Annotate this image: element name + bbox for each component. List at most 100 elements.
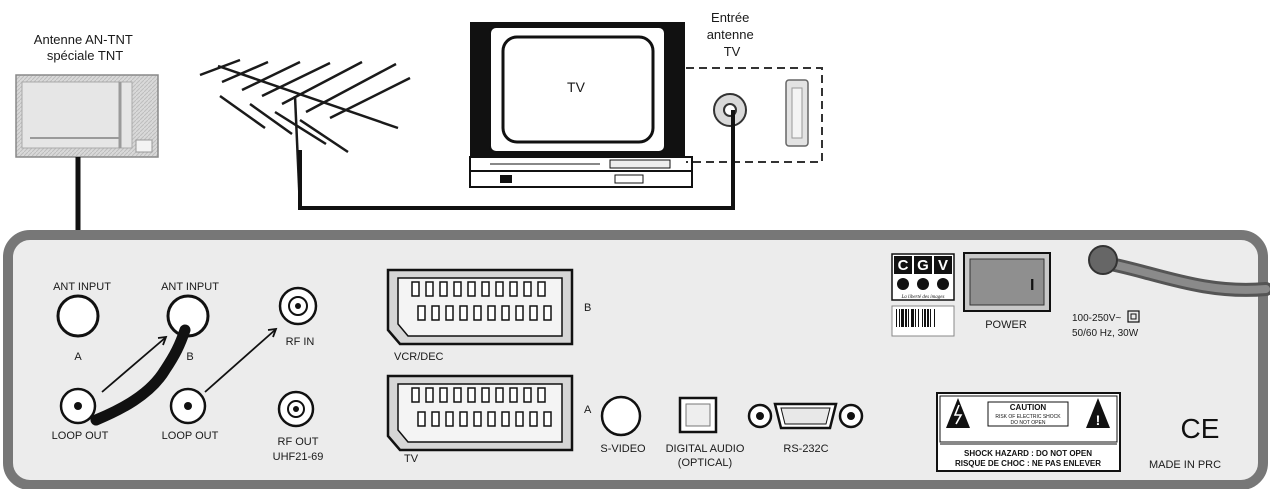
caution-label: ! (936, 392, 1121, 472)
scart-pin (445, 305, 454, 321)
double-insulation-icon (1127, 310, 1140, 323)
scart-pin (467, 387, 476, 403)
scart-pin (509, 387, 518, 403)
tv-set (469, 22, 693, 188)
scart-pin (439, 281, 448, 297)
caution-line-2: DO NOT OPEN (1011, 420, 1046, 426)
ce-mark: CE (1181, 413, 1220, 444)
barcode-bar (911, 309, 914, 327)
scart-pin (431, 305, 440, 321)
scart-pin (481, 387, 490, 403)
shock-warning-en: SHOCK HAZARD : DO NOT OPEN (964, 449, 1092, 458)
scart-pin (509, 281, 518, 297)
cgv-logo: C G V La liberté des images (891, 253, 955, 301)
tv-label: TV (567, 79, 586, 95)
made-in-label: MADE IN PRC (1149, 459, 1221, 471)
scart-pin (523, 281, 532, 297)
scart-pin (473, 305, 482, 321)
signal-arrows (101, 327, 278, 393)
scart-pin (543, 305, 552, 321)
scart-pin (537, 387, 546, 403)
power-label: POWER (985, 319, 1027, 331)
scart-pin (537, 281, 546, 297)
tuner-a-label: A (74, 351, 82, 363)
tnt-antenna-label: Antenne AN-TNT spéciale TNT (34, 32, 136, 63)
scart-pin (529, 411, 538, 427)
rf-in-label: RF IN (286, 336, 315, 348)
scart-pin (459, 305, 468, 321)
uhf-range-label: UHF21-69 (273, 451, 324, 463)
s-video-label: S-VIDEO (600, 443, 646, 455)
ant-input-a-connector (56, 294, 100, 338)
scart-pin (495, 387, 504, 403)
barcode-bar (915, 309, 916, 327)
scart-pin (431, 411, 440, 427)
scart-pin (487, 411, 496, 427)
loop-out-a-connector (59, 387, 97, 425)
loop-out-a-label: LOOP OUT (52, 430, 109, 442)
power-switch-mark: I (1030, 277, 1034, 294)
scart-pin (501, 305, 510, 321)
caution-title: CAUTION (1010, 403, 1047, 412)
barcode-bar (924, 309, 926, 327)
digital-audio-label: DIGITAL AUDIO (666, 443, 745, 455)
optical-label: (OPTICAL) (678, 457, 732, 469)
shock-warning-fr: RISQUE DE CHOC : NE PAS ENLEVER (955, 459, 1101, 468)
power-switch (963, 252, 1051, 312)
scart-pin (467, 281, 476, 297)
barcode-bar (896, 309, 897, 327)
scart-vcr-label: VCR/DEC (394, 351, 444, 363)
yagi-to-tv-cable (298, 110, 735, 210)
scart-pin (417, 305, 426, 321)
scart-pin (417, 411, 426, 427)
scart-pin (515, 411, 524, 427)
rs232-connector (747, 402, 864, 430)
loop-out-b-label: LOOP OUT (162, 430, 219, 442)
rf-in-connector (278, 286, 318, 326)
rf-out-connector (277, 390, 315, 428)
scart-pin (439, 387, 448, 403)
barcode-bar (934, 309, 935, 327)
scart-vcr-letter: B (584, 302, 591, 314)
barcode-bar (927, 309, 929, 327)
barcode-bar (908, 309, 909, 327)
scart-pin (411, 387, 420, 403)
scart-pin (487, 305, 496, 321)
tnt-antenna (15, 74, 159, 158)
scart-tv-label: TV (404, 453, 419, 465)
scart-pin (543, 411, 552, 427)
rs232-label: RS-232C (783, 443, 828, 455)
scart-pin (515, 305, 524, 321)
barcode-bar (901, 309, 904, 327)
scart-pin (495, 281, 504, 297)
barcode-bar (930, 309, 931, 327)
ant-input-b-label: ANT INPUT (161, 281, 219, 293)
svg-text:G: G (917, 257, 929, 274)
scart-pin (425, 387, 434, 403)
scart-pin (453, 281, 462, 297)
rf-out-label: RF OUT (278, 436, 319, 448)
tv-input-label: Entrée antenne TV (707, 10, 758, 59)
scart-pin (411, 281, 420, 297)
barcode-bar (918, 309, 919, 327)
s-video-connector (600, 395, 642, 437)
svg-text:V: V (938, 257, 948, 274)
svg-text:C: C (898, 257, 909, 274)
scart-pin (459, 411, 468, 427)
scart-vcr-connector (386, 268, 574, 346)
scart-pin (501, 411, 510, 427)
scart-pin (481, 281, 490, 297)
power-spec-frequency: 50/60 Hz, 30W (1072, 328, 1139, 339)
scart-pin (453, 387, 462, 403)
scart-pin (445, 411, 454, 427)
scart-pin (523, 387, 532, 403)
barcode-bar (905, 309, 907, 327)
scart-pin (473, 411, 482, 427)
svg-text:La liberté des images: La liberté des images (901, 295, 945, 300)
barcode-label (891, 305, 955, 337)
ant-input-a-label: ANT INPUT (53, 281, 111, 293)
svg-text:!: ! (1096, 412, 1101, 428)
tuner-b-label: B (186, 351, 193, 363)
scart-pin (425, 281, 434, 297)
